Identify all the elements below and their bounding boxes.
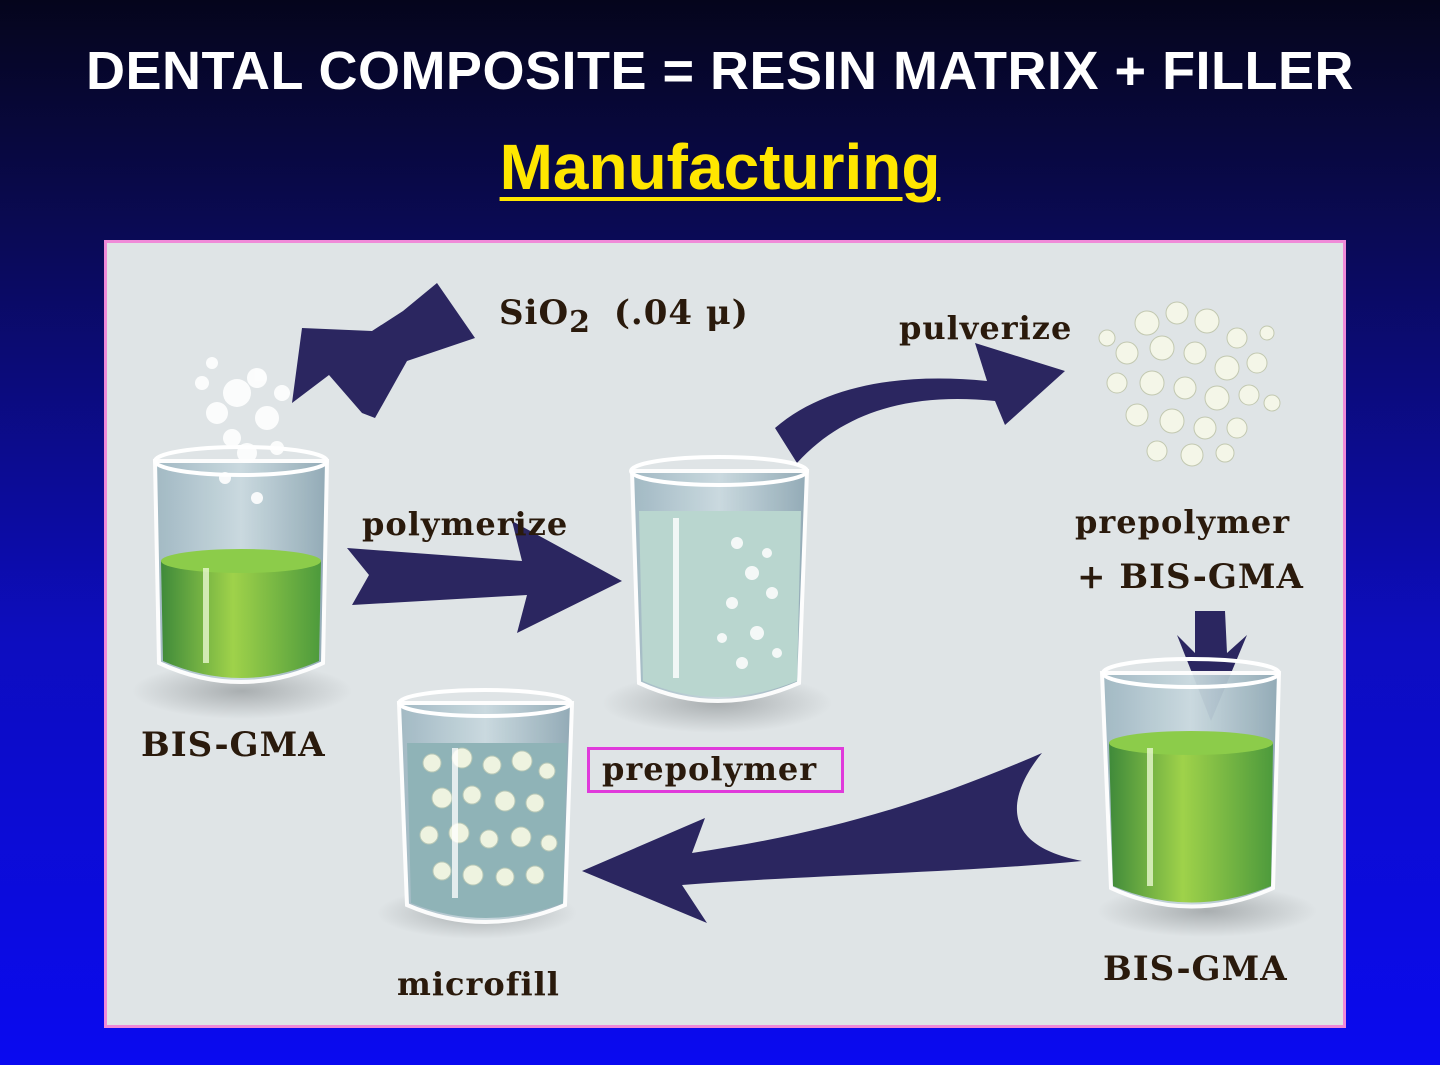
label-sio2-formula: SiO <box>499 293 570 333</box>
label-sio2: SiO2 (.04 μ) <box>499 293 749 340</box>
label-microfill: microfill <box>397 965 560 1003</box>
label-polymerize: polymerize <box>362 505 569 543</box>
arrow-sio2-to-beaker <box>292 283 475 418</box>
slide-title: DENTAL COMPOSITE = RESIN MATRIX + FILLER <box>85 41 1355 101</box>
label-pulverize: pulverize <box>899 309 1073 347</box>
beaker-microfill <box>377 688 577 939</box>
label-bisgma-right: BIS-GMA <box>1103 949 1288 989</box>
pulverized-particles <box>1098 301 1281 467</box>
label-prepolymer-right: prepolymer <box>1075 503 1291 541</box>
label-prepolymer-center: prepolymer <box>587 747 845 793</box>
subtitle-text: Manufacturing <box>499 131 941 203</box>
beaker-bisgma-left <box>132 445 352 719</box>
label-sio2-subscript: 2 <box>569 304 591 340</box>
arrow-down-to-beaker <box>1177 611 1247 721</box>
label-sio2-amount: (.04 μ) <box>613 293 749 333</box>
label-plus-bisgma: + BIS-GMA <box>1077 557 1304 597</box>
arrow-to-microfill <box>582 753 1082 923</box>
arrow-pulverize <box>775 343 1065 463</box>
beaker-prepolymer <box>602 455 832 733</box>
diagram-artwork <box>132 283 1317 939</box>
slide-subtitle: Manufacturing <box>0 130 1440 204</box>
beaker-bisgma-right <box>1097 657 1317 937</box>
sio2-particles <box>195 357 290 504</box>
manufacturing-diagram: SiO2 (.04 μ) pulverize polymerize prepol… <box>104 240 1346 1028</box>
label-bisgma-left: BIS-GMA <box>141 725 326 765</box>
arrow-polymerize <box>347 521 622 633</box>
